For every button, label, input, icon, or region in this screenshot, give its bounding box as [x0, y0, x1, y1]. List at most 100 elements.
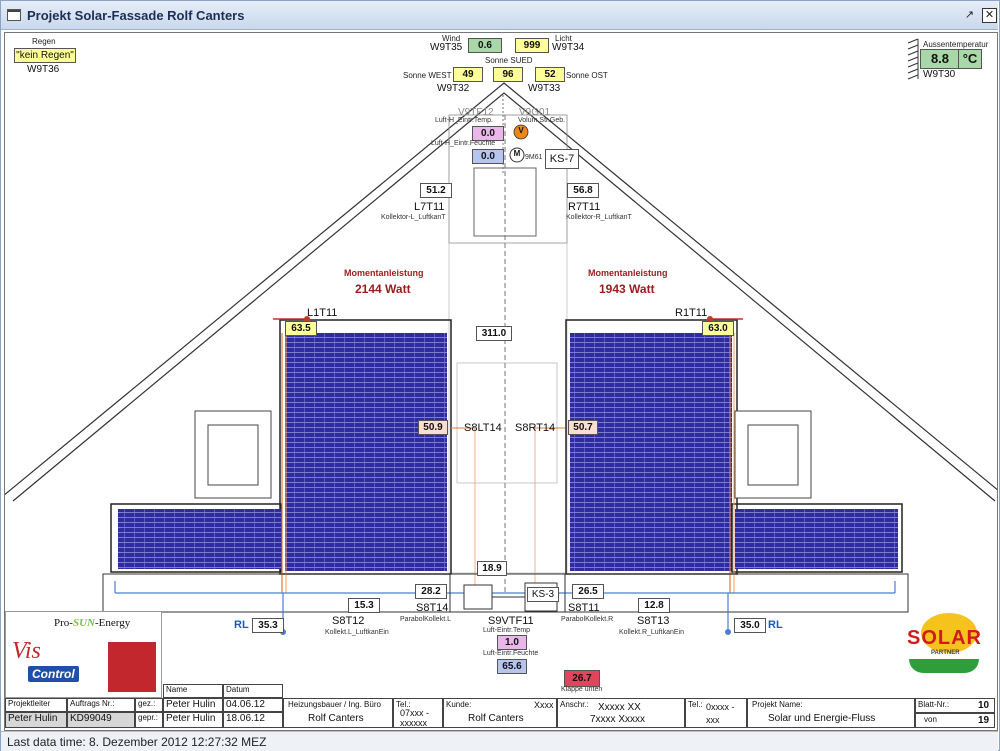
tel1-value: 07xxx - — [400, 708, 430, 718]
roof-inner — [12, 92, 996, 502]
s8t13-id: S8T13 — [637, 615, 670, 627]
v9g01-id: V9G01 — [519, 107, 551, 118]
v9tf12-id: V9TF12 — [458, 107, 494, 118]
right-collector-value: 56.8 — [567, 183, 599, 198]
aussen-id: W9T30 — [923, 69, 956, 80]
luft-temp-label: Luft-Eintr.Temp — [483, 627, 531, 634]
von-header: von — [924, 715, 937, 724]
kunde-cell: Kunde: Xxxx Rolf Canters — [443, 698, 557, 728]
house-schematic — [5, 38, 997, 635]
title-bar[interactable]: Projekt Solar-Fassade Rolf Canters ↗ ✕ — [1, 1, 998, 30]
valve-icon: V — [518, 126, 524, 135]
tel2-cell: Tel.: 0xxxx - xxx — [685, 698, 747, 728]
status-bar: Last data time: 8. Dezember 2012 12:27:3… — [1, 731, 998, 751]
regen-label: Regen — [32, 37, 56, 46]
bottom-right-value: 26.5 — [572, 584, 604, 599]
close-icon[interactable]: ✕ — [982, 8, 997, 23]
projektleiter-header: Projektleiter — [5, 698, 67, 712]
aussen-value: 8.8 — [920, 49, 960, 69]
projektleiter-value: Peter Hulin — [5, 712, 67, 728]
right-collector-label: Kollektor-R_LuftkanT — [566, 214, 632, 221]
luft-feuchte-label: Luft-Eintr.Feuchte — [483, 650, 539, 657]
licht-value: 999 — [515, 38, 549, 53]
sonne-west-value: 49 — [453, 67, 483, 82]
logo-control: Control — [28, 666, 79, 682]
sonne-ost-value: 52 — [535, 67, 565, 82]
logo-sun: SUN — [72, 617, 95, 629]
projekt-cell: Projekt Name: Solar und Energie-Fluss — [747, 698, 915, 728]
left-collector-label: Kollektor-L_LuftkanT — [381, 214, 446, 221]
motor-icon: M — [513, 149, 521, 158]
tel1-value-b: xxxxxx — [400, 718, 427, 728]
s8lt14-value: 50.9 — [418, 420, 448, 435]
logo-solar: SOLAR — [907, 627, 982, 649]
luft-h-temp-value: 0.0 — [472, 126, 504, 141]
kollekt-r-label: Kollekt.R_LuftkanEin — [619, 629, 684, 636]
rl-right-label: RL — [768, 619, 783, 631]
klappe-value: 26.7 — [564, 670, 600, 687]
right-collector-id: R7T11 — [568, 201, 601, 213]
projekt-value: Solar und Energie-Fluss — [768, 713, 876, 724]
wind-value: 0.6 — [468, 38, 502, 53]
projekt-header: Projekt Name: — [752, 700, 803, 709]
logo-partner: PARTNER — [931, 650, 960, 656]
sonne-west-id: W9T32 — [437, 83, 470, 94]
gepr-date: 18.06.12 — [223, 712, 283, 728]
rl-left-label: RL — [234, 619, 249, 631]
tel2-header: Tel.: — [688, 700, 703, 709]
sonne-ost-id: W9T33 — [528, 83, 561, 94]
r1t11-id: R1T11 — [675, 307, 708, 319]
motor-id: 9M61 — [525, 154, 543, 161]
solar-partner-logo: SOLAR PARTNER — [903, 613, 995, 683]
center-value: 311.0 — [476, 326, 512, 341]
rl-right-value: 35.0 — [734, 618, 766, 633]
s8lt14-id: S8LT14 — [464, 422, 502, 434]
heizungsbauer-cell: Heizungsbauer / Ing. Büro Rolf Canters — [283, 698, 393, 728]
anschr-line2: 7xxxx Xxxxx — [590, 714, 646, 725]
s9vtf11-id: S9VTF11 — [488, 615, 534, 627]
blatt-header: Blatt-Nr.: — [918, 700, 950, 709]
auftrag-value: KD99049 — [67, 712, 135, 728]
anschr-cell: Anschr.: Xxxxx XX 7xxxx Xxxxx — [557, 698, 685, 728]
rl-left-value: 35.3 — [252, 618, 284, 633]
gepr-label: gepr.: — [135, 712, 163, 728]
luft-h-temp-label: Luft-H_Eintr.Temp. — [435, 117, 493, 124]
sun-icon — [921, 613, 977, 653]
kollekt-l-label: Kollekt.L_LuftkanEin — [325, 629, 389, 636]
luft-temp-value: 1.0 — [497, 635, 527, 650]
heizungsbauer-value: Rolf Canters — [308, 713, 364, 724]
s8t14-id: S8T14 — [416, 602, 449, 614]
luft-h-feuchte-value: 0.0 — [472, 149, 504, 164]
logo-energy: -Energy — [94, 617, 131, 629]
auftrags-header: Auftrags Nr.: — [67, 698, 135, 712]
licht-id: W9T34 — [552, 42, 585, 53]
left-collector-value: 51.2 — [420, 183, 452, 198]
heizungsbauer-header: Heizungsbauer / Ing. Büro — [288, 700, 381, 709]
blatt-value: 10 — [978, 700, 990, 711]
aussen-unit: °C — [958, 49, 982, 69]
sonne-sued-label: Sonne SUED — [485, 56, 533, 65]
s8rt14-value: 50.7 — [568, 420, 598, 435]
tel1-cell: Tel.: 07xxx - xxxxxx — [393, 698, 443, 728]
gepr-name: Peter Hulin — [163, 712, 223, 728]
regen-id: W9T36 — [27, 64, 60, 75]
restore-icon[interactable]: ↗ — [964, 9, 975, 21]
s8rt14-id: S8RT14 — [515, 422, 556, 434]
bottom-center-value: 18.9 — [477, 561, 507, 576]
left-power-label: Momentanleistung — [344, 268, 424, 278]
l1t11-id: L1T11 — [307, 307, 338, 319]
window-icon — [7, 9, 21, 21]
scada-canvas: Regen "kein Regen" W9T36 Wind W9T35 0.6 … — [4, 32, 998, 731]
left-power-value: 2144 Watt — [355, 282, 411, 296]
logo-swoosh — [909, 659, 979, 673]
logo-vis: Vis — [12, 638, 41, 664]
anschr-line1: Xxxxx XX — [598, 702, 641, 713]
von-value: 19 — [978, 715, 990, 726]
roof-outer — [5, 82, 997, 496]
sonne-ost-label: Sonne OST — [566, 71, 608, 80]
gez-label: gez.: — [135, 698, 163, 712]
volum-label: Volum.Str.Geb. — [518, 117, 566, 124]
bottom-left-value: 28.2 — [415, 584, 447, 599]
kunde-header: Kunde: — [446, 700, 472, 709]
sonne-west-label: Sonne WEST — [403, 71, 452, 80]
